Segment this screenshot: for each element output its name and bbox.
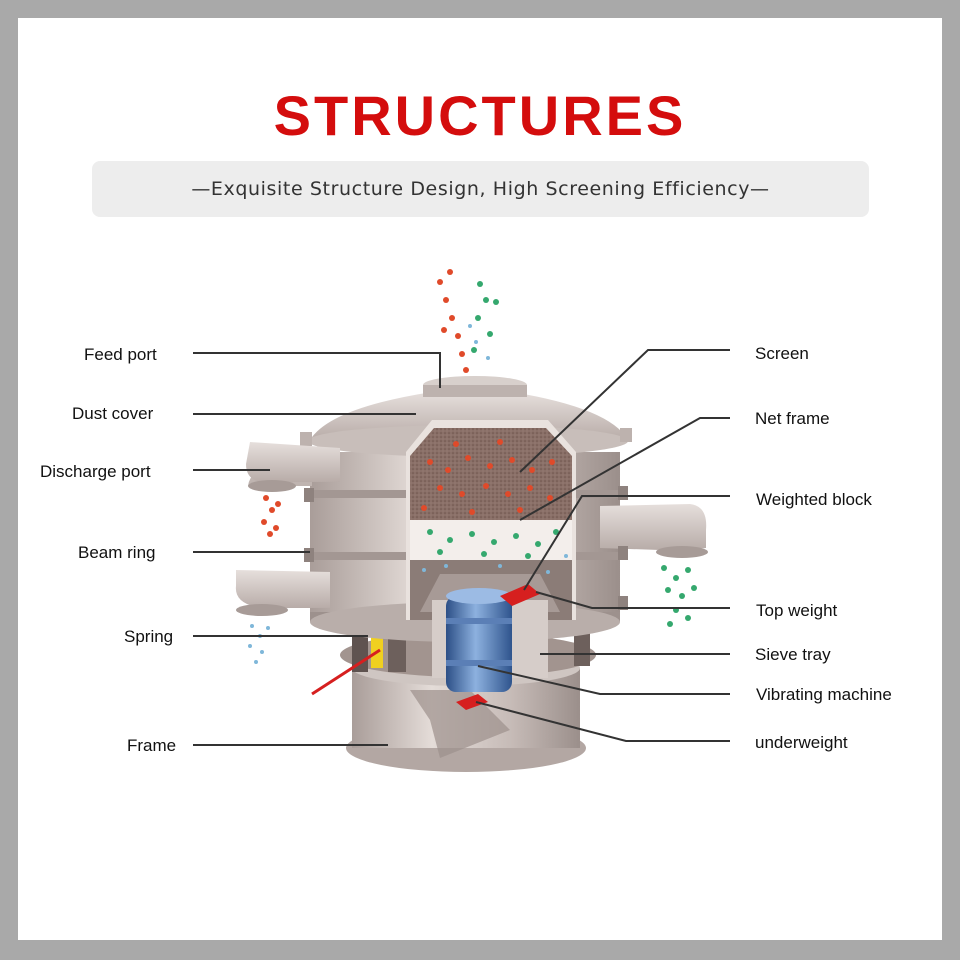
label-frame: Frame	[127, 736, 176, 755]
blue-particles	[248, 324, 568, 664]
discharge-port-lower-left	[235, 570, 330, 616]
feed-port	[423, 376, 527, 397]
material-particles	[248, 269, 697, 664]
leader-weighted-block	[523, 495, 730, 591]
beam-ring-clamps	[304, 486, 628, 610]
label-weighted-block: Weighted block	[756, 490, 872, 509]
label-feed-port: Feed port	[84, 345, 157, 364]
label-discharge-port: Discharge port	[40, 462, 151, 481]
spring-highlight	[371, 632, 383, 668]
label-beam-ring: Beam ring	[78, 543, 155, 562]
underweight-block	[456, 694, 488, 710]
label-top-weight: Top weight	[756, 601, 838, 620]
label-screen: Screen	[755, 344, 809, 363]
page-title: STRUCTURES	[273, 84, 687, 147]
spring-pointer-arrow	[311, 648, 381, 696]
discharge-port-right	[600, 504, 708, 558]
label-net-frame: Net frame	[755, 409, 830, 428]
label-dust-cover: Dust cover	[72, 404, 154, 423]
vibrating-motor	[446, 588, 512, 692]
component-labels: Feed port Dust cover Discharge port Beam…	[40, 344, 892, 755]
green-particles	[427, 281, 697, 627]
label-underweight: underweight	[755, 733, 848, 752]
page-subtitle: —Exquisite Structure Design, High Screen…	[191, 178, 770, 200]
leader-vibrating-machine	[477, 665, 730, 695]
leader-lines	[193, 349, 730, 746]
label-vibrating-machine: Vibrating machine	[756, 685, 892, 704]
leader-feed-port	[193, 352, 441, 388]
discharge-port-upper-left	[246, 442, 340, 492]
screen-mesh	[410, 428, 572, 520]
red-particles	[261, 269, 555, 537]
sieve-machine	[235, 269, 708, 772]
leader-net-frame	[519, 417, 730, 521]
leader-top-weight	[535, 591, 730, 609]
subtitle-bar: —Exquisite Structure Design, High Screen…	[92, 161, 869, 217]
label-spring: Spring	[124, 627, 173, 646]
leader-screen	[519, 349, 730, 473]
label-sieve-tray: Sieve tray	[755, 645, 831, 664]
leader-underweight	[475, 701, 730, 742]
top-weight-block	[500, 584, 540, 606]
